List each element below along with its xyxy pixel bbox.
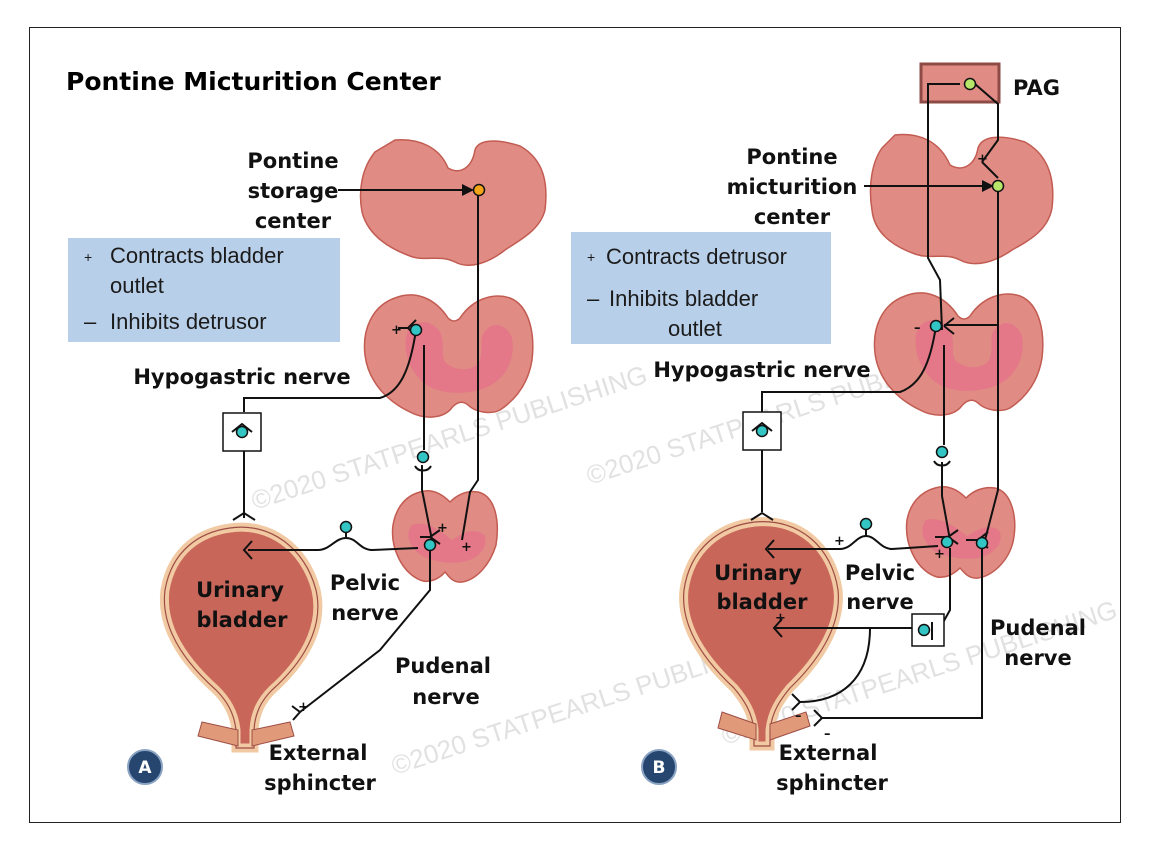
bladder-label-b-1: Urinary xyxy=(714,561,802,585)
pons-label-b-2: micturition xyxy=(727,175,858,199)
bladder-label-a-1: Urinary xyxy=(196,578,284,602)
sign-sacral-b: + xyxy=(934,547,945,562)
pons-label-b-3: center xyxy=(754,205,831,229)
legend-b-sign-1: + xyxy=(587,249,595,265)
legend-a-line-3: Inhibits detrusor xyxy=(110,309,267,334)
legend-a-line-2: outlet xyxy=(110,273,164,298)
pag-descending-b xyxy=(927,83,960,331)
sign-pons-b: + xyxy=(977,152,988,167)
pudenal-nerve-path-b xyxy=(822,545,983,719)
nerves-a xyxy=(232,184,479,721)
hypogastric-nerve-path-b xyxy=(761,325,937,412)
sacral-cord-b xyxy=(905,486,1016,579)
panel-a-badge-label: A xyxy=(138,758,152,778)
nerves-b xyxy=(750,83,999,727)
pag-neuron-b xyxy=(963,77,977,91)
pontine-storage-neuron-a xyxy=(472,183,486,197)
pons-label-b-1: Pontine xyxy=(746,145,837,169)
afferent-neuron-b xyxy=(935,445,949,459)
sign-sacral-2-a: + xyxy=(461,540,472,555)
pudenal-label-b-1: Pudenal xyxy=(990,616,1086,640)
legend-a-sign-2: – xyxy=(84,309,97,334)
legend-a-sign-1: + xyxy=(84,249,92,265)
panel-b-badge xyxy=(641,749,677,785)
pelvic-ganglion-neuron-a xyxy=(339,520,353,534)
lumbar-neuron-a xyxy=(409,323,423,337)
pons-a xyxy=(359,139,547,266)
pag-label: PAG xyxy=(1013,76,1060,100)
pons-label-a-3: center xyxy=(255,209,332,233)
pons-descending-tract-b xyxy=(984,186,999,541)
pelvic-label-b-1: Pelvic xyxy=(845,561,915,585)
urinary-bladder-a xyxy=(159,522,323,753)
pelvic-label-a-2: nerve xyxy=(331,601,398,625)
sign-cord-b: – xyxy=(914,321,921,336)
pontine-micturition-neuron-b xyxy=(991,179,1005,193)
pons-b xyxy=(869,133,1054,265)
lumbar-neuron-b xyxy=(929,319,943,333)
pudenal-label-a-1: Pudenal xyxy=(395,654,491,678)
legend-b-line-1: Contracts detrusor xyxy=(606,244,787,269)
panel-a: + + + + + Contracts bladder outlet – Inh… xyxy=(68,139,547,795)
legend-box-b xyxy=(571,232,831,344)
hypogastric-nerve-path-a xyxy=(243,329,417,412)
sign-sph-1-b: – xyxy=(795,709,802,724)
figure-title: Pontine Micturition Center xyxy=(66,67,441,96)
legend-box-a xyxy=(68,238,340,342)
legend-b-line-3: outlet xyxy=(668,316,722,341)
lumbar-cord-a xyxy=(363,294,534,418)
lumbar-cord-b xyxy=(873,292,1044,416)
pelvic-label-a-1: Pelvic xyxy=(330,571,400,595)
pudenal-label-a-2: nerve xyxy=(412,685,479,709)
bladder-label-b-2: bladder xyxy=(716,590,808,614)
ganglion-neuron-b xyxy=(755,424,769,438)
sign-cord-a: + xyxy=(391,323,402,338)
urinary-bladder-b xyxy=(679,517,843,751)
legend-b-line-2: Inhibits bladder xyxy=(609,286,758,311)
sacral-neuron-a xyxy=(423,538,437,552)
pons-label-a-1: Pontine xyxy=(247,149,338,173)
hypogastric-label-b: Hypogastric nerve xyxy=(653,358,870,382)
panel-b-badge-label: B xyxy=(653,758,666,778)
sign-sph-2-b: – xyxy=(824,727,831,742)
sign-bladder-b: + xyxy=(775,611,786,626)
hypogastric-label-a: Hypogastric nerve xyxy=(133,365,350,389)
pelvic-box-neuron-b xyxy=(917,623,931,637)
sign-sacral-1-a: + xyxy=(437,521,448,536)
legend-b-sign-2: – xyxy=(587,286,600,311)
sign-sphincter-a: + xyxy=(298,700,309,715)
sphincter-label-b-1: External xyxy=(779,741,878,765)
panel-b: PAG xyxy=(571,62,1086,795)
legend-a-line-1: Contracts bladder xyxy=(110,243,284,268)
pudenal-nerve-path-a xyxy=(299,548,431,713)
sphincter-label-a-1: External xyxy=(269,741,368,765)
pelvic-ganglion-neuron-b xyxy=(859,517,873,531)
ganglion-neuron-a xyxy=(235,425,249,439)
afferent-neuron-a xyxy=(416,450,430,464)
pons-label-a-2: storage xyxy=(248,179,339,203)
bladder-label-a-2: bladder xyxy=(196,608,288,632)
sphincter-label-b-2: sphincter xyxy=(776,771,888,795)
pelvic-label-b-2: nerve xyxy=(846,590,913,614)
pons-descending-tract-a xyxy=(461,190,479,541)
sphincter-label-a-2: sphincter xyxy=(264,771,376,795)
sign-pelvic-b: + xyxy=(834,534,845,549)
pudenal-label-b-2: nerve xyxy=(1004,646,1071,670)
sacral-neuron-b-2 xyxy=(975,536,989,550)
sacral-cord-a xyxy=(391,490,499,583)
sacral-neuron-b-1 xyxy=(940,535,954,549)
pag-to-pons-b xyxy=(974,83,999,179)
panel-a-badge xyxy=(127,749,163,785)
